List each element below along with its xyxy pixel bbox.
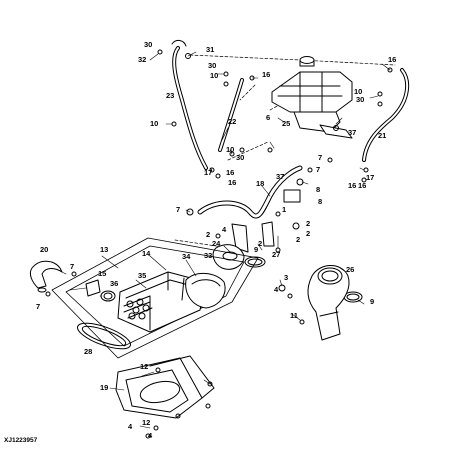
callout-label: 21 (378, 131, 387, 140)
mounting-plate-19 (115, 355, 215, 419)
callout-label: 31 (206, 45, 215, 54)
callout-label: 30 (356, 95, 365, 104)
callout-label: 16 (226, 168, 235, 177)
callout-label: 2 (306, 219, 311, 228)
coolant-reservoir-tank (271, 56, 353, 139)
coolant-hose-21 (362, 68, 410, 162)
filter-cover-34 (185, 273, 226, 309)
coolant-hose-23 (172, 46, 208, 170)
callout-label: 30 (208, 61, 217, 70)
callout-label: 6 (266, 113, 271, 122)
gasket-28 (77, 322, 131, 350)
callout-label: 8 (316, 185, 321, 194)
filter-grill (126, 298, 150, 320)
callout-label: 10 (226, 145, 235, 154)
callout-label: 7 (316, 165, 321, 174)
fitting-15-36 (85, 279, 116, 302)
callout-label: 9 (370, 297, 375, 306)
callout-label: 12 (142, 418, 151, 427)
coolant-hose-18-inner (198, 166, 302, 218)
callout-label: 1 (282, 205, 287, 214)
callout-label: 24 (212, 239, 221, 248)
callout-label: 4 (128, 422, 133, 431)
mounting-bracket-24 (231, 189, 301, 253)
callout-label: 34 (182, 252, 191, 261)
air-cleaner-housing-35 (117, 271, 207, 333)
coolant-hose-22-inner (219, 79, 243, 151)
callout-label: 17 (204, 168, 213, 177)
callout-label: 26 (346, 265, 355, 274)
callout-label: 17 (366, 173, 375, 182)
callout-label: 4 (148, 431, 153, 440)
callout-label: 18 (256, 179, 265, 188)
elbow-hose-20 (29, 260, 63, 293)
callout-label: 28 (84, 347, 93, 356)
callout-label: 3 (284, 273, 289, 282)
callout-label: 35 (138, 271, 147, 280)
callout-label: 16 (262, 70, 271, 79)
callout-label: 7 (318, 153, 323, 162)
callout-label: 13 (100, 245, 109, 254)
callout-label: 16 (228, 178, 237, 187)
callout-label: 12 (140, 362, 149, 371)
callout-label: 16 (388, 55, 397, 64)
callout-label: 15 (98, 269, 107, 278)
callout-label: 4 (274, 285, 279, 294)
callout-label: 2 (258, 239, 263, 248)
callout-label: 2 (306, 229, 311, 238)
callout-label: 14 (142, 249, 151, 258)
callout-label: 16 (358, 181, 367, 190)
callout-label: 33 (204, 251, 213, 260)
callout-label: 7 (36, 302, 41, 311)
callout-label: 16 (348, 181, 357, 190)
callout-label: 23 (166, 91, 175, 100)
callout-label: 30 (236, 153, 245, 162)
air-intake-duct-26 (307, 265, 350, 341)
callout-label: 7 (176, 205, 181, 214)
callout-label: 2 (296, 235, 301, 244)
callout-label: 37 (348, 128, 357, 137)
callout-label: 36 (110, 279, 119, 288)
callout-label: 11 (290, 311, 298, 320)
callout-label: 7 (70, 262, 75, 271)
callout-label: 8 (318, 197, 323, 206)
callout-label: 10 (354, 87, 363, 96)
hardware-fasteners (45, 49, 393, 439)
callout-label: 27 (272, 250, 281, 259)
callout-label: 30 (144, 40, 153, 49)
callout-label: 22 (228, 117, 237, 126)
callout-label: 10 (210, 71, 219, 80)
coolant-hose-23-inner (173, 47, 207, 169)
callout-label: 20 (40, 245, 49, 254)
coolant-hose-21-inner (363, 69, 409, 161)
callout-label: 19 (100, 383, 109, 392)
intake-boot-33 (212, 244, 245, 270)
leader-lines (57, 51, 391, 429)
drawing-reference-code: XJ1223957 (4, 437, 38, 444)
callout-label: 4 (222, 225, 227, 234)
callout-label: 9 (254, 245, 259, 254)
callout-label: 32 (138, 55, 147, 64)
callout-label: 37 (276, 172, 285, 181)
callout-label: 10 (150, 119, 159, 128)
callout-label: 25 (282, 119, 291, 128)
hose-23-cap (171, 39, 187, 47)
callout-label: 2 (206, 230, 211, 239)
